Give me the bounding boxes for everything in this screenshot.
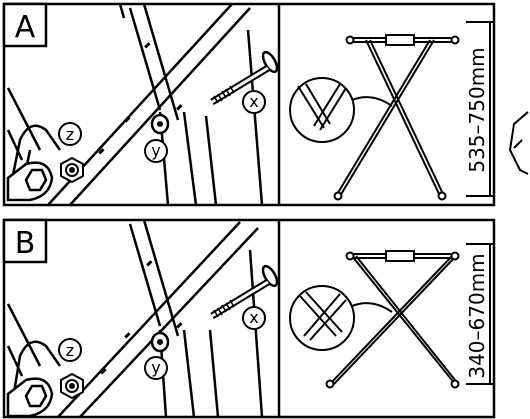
panel-b-letter-box: B bbox=[2, 218, 48, 264]
panel-b: B bbox=[2, 218, 496, 419]
rail-slots-b bbox=[100, 260, 183, 375]
callout-z-a: z bbox=[58, 122, 82, 146]
overflow-fragment bbox=[508, 111, 529, 175]
hinge-end-b bbox=[6, 377, 54, 418]
panel-a-letter-box: A bbox=[2, 2, 48, 48]
stand-diagram-b bbox=[289, 243, 494, 389]
svg-text:z: z bbox=[66, 125, 74, 144]
svg-text:y: y bbox=[151, 141, 160, 160]
height-range-a: 535–750mm bbox=[465, 47, 489, 172]
stand-diagram-a bbox=[289, 21, 494, 201]
height-range-b: 340–670mm bbox=[465, 253, 489, 378]
panel-a-letter: A bbox=[15, 10, 36, 45]
svg-text:x: x bbox=[249, 92, 258, 111]
nut-b bbox=[60, 373, 84, 399]
svg-text:z: z bbox=[66, 341, 74, 360]
callout-x-a: x bbox=[242, 90, 266, 114]
rail-slots-a bbox=[98, 42, 183, 155]
svg-text:y: y bbox=[151, 358, 160, 377]
washer-a bbox=[150, 113, 170, 135]
nut-a bbox=[60, 157, 84, 183]
callout-y-a: y bbox=[144, 139, 168, 163]
hinge-end-a bbox=[6, 161, 54, 202]
callout-x-b: x bbox=[242, 306, 266, 330]
svg-text:x: x bbox=[249, 308, 258, 327]
panel-a: A bbox=[2, 2, 496, 207]
callout-y-b: y bbox=[144, 356, 168, 380]
panel-b-letter: B bbox=[15, 226, 36, 261]
callout-z-b: z bbox=[58, 338, 82, 362]
washer-b bbox=[150, 331, 170, 353]
